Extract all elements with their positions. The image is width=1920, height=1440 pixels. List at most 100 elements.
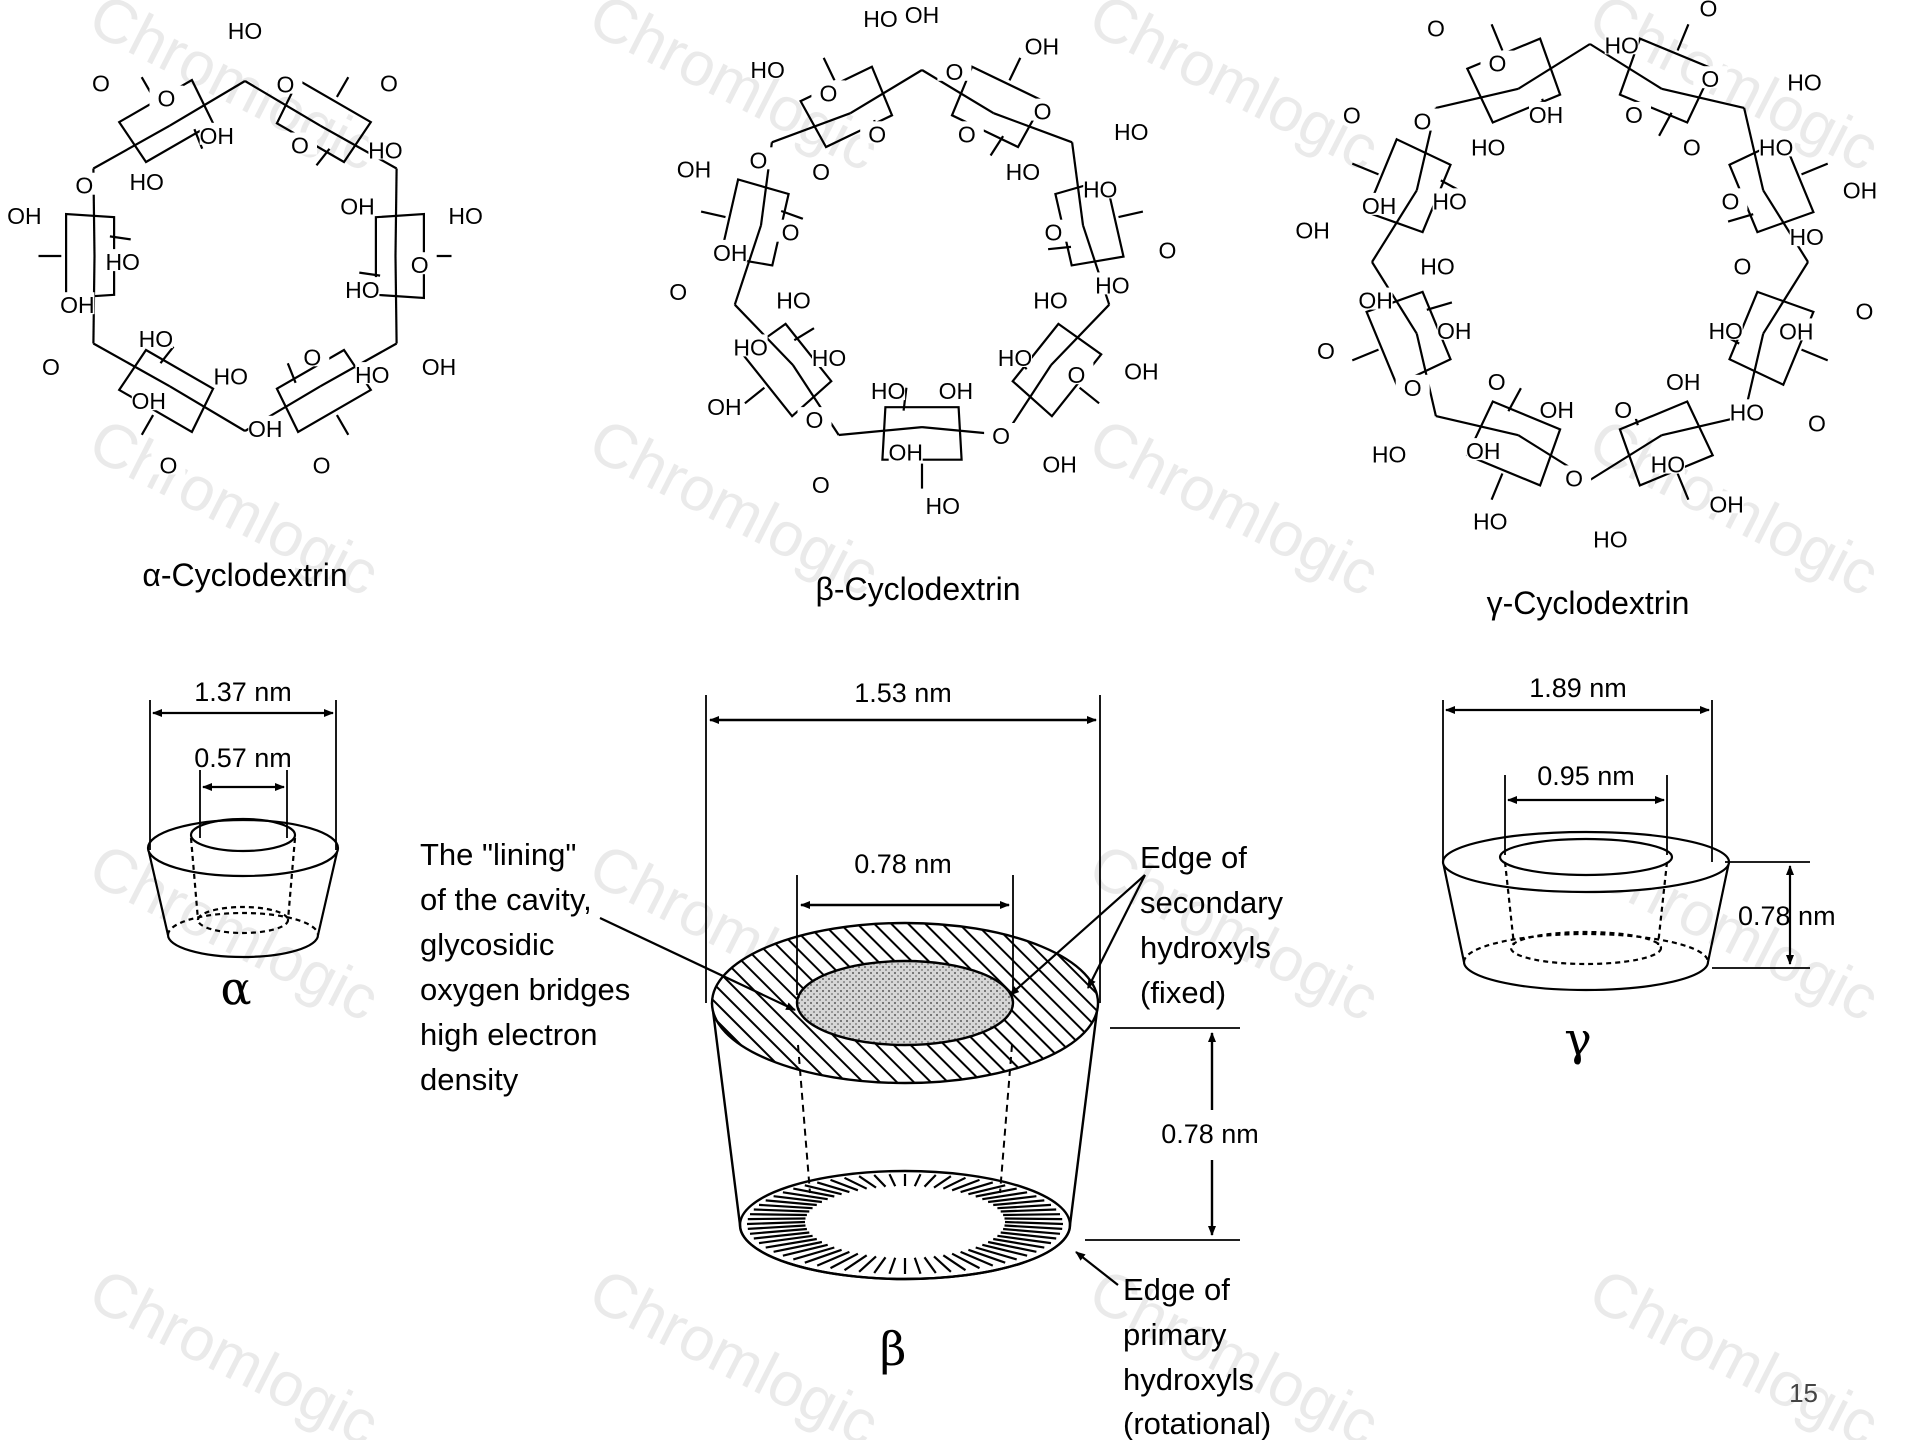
atom-label: O xyxy=(1034,99,1052,125)
atom-label: OH xyxy=(677,156,712,182)
atom-label: HO xyxy=(345,277,380,303)
alpha-inner-diameter: 0.57 nm xyxy=(194,743,292,773)
beta-cone xyxy=(599,695,1240,1286)
svg-text:primary: primary xyxy=(1123,1317,1227,1352)
beta-cyclodextrin-label: β-Cyclodextrin xyxy=(815,571,1020,607)
gamma-inner-diameter: 0.95 nm xyxy=(1537,761,1635,791)
primary-leader-arrow xyxy=(1075,1251,1119,1286)
primary-rim-tick xyxy=(758,1234,813,1245)
alpha-cone-body xyxy=(146,847,340,959)
atom-label: HO xyxy=(1114,119,1149,145)
atom-label: O xyxy=(75,173,93,199)
atom-label: HO xyxy=(1473,509,1508,535)
primary-rim-tick xyxy=(804,1184,842,1196)
primary-rim-tick xyxy=(746,1220,806,1226)
atom-label: OH xyxy=(1295,218,1330,244)
atom-label: O xyxy=(782,220,800,246)
gamma-cone-body xyxy=(1441,861,1731,992)
atom-label: O xyxy=(313,453,331,479)
svg-text:hydroxyls: hydroxyls xyxy=(1123,1362,1254,1397)
gamma-cone-top xyxy=(1441,830,1731,894)
atom-label: OH xyxy=(1779,318,1814,344)
svg-text:Edge of: Edge of xyxy=(1140,840,1247,875)
primary-rim-tick xyxy=(873,1256,887,1274)
atom-label: HO xyxy=(228,18,263,44)
atom-label: HO xyxy=(776,287,811,313)
primary-rim-tick xyxy=(993,1199,1045,1207)
primary-rim-tick xyxy=(997,1203,1052,1210)
atom-label: HO xyxy=(139,326,174,352)
primary-rim-tick xyxy=(960,1181,994,1194)
primary-rim-tick xyxy=(843,1254,868,1272)
atom-label: HO xyxy=(448,203,483,229)
svg-text:Edge of: Edge of xyxy=(1123,1272,1230,1307)
atom-label: O xyxy=(1565,465,1583,491)
primary-rim-tick xyxy=(749,1227,807,1235)
atom-label: O xyxy=(1855,299,1873,325)
atom-label: HO xyxy=(926,493,961,519)
atom-label: OH xyxy=(422,354,457,380)
atom-label: HO xyxy=(1730,399,1765,425)
gamma-cyclodextrin-label: γ-Cyclodextrin xyxy=(1487,585,1690,621)
beta-symbol: β xyxy=(880,1322,907,1376)
atom-label: O xyxy=(1343,103,1361,129)
primary-rim-tick xyxy=(1004,1217,1063,1221)
atom-label: O xyxy=(159,453,177,479)
atom-label: O xyxy=(158,86,176,112)
atom-label: OH xyxy=(1124,359,1159,385)
atom-label: HO xyxy=(1372,442,1407,468)
primary-rim-tick xyxy=(975,1187,1017,1198)
primary-rim-tick xyxy=(951,1252,981,1270)
atom-label: OH xyxy=(1709,491,1744,517)
atom-label: O xyxy=(958,121,976,147)
alpha-cyclodextrin-label: α-Cyclodextrin xyxy=(142,557,347,593)
svg-text:The "lining": The "lining" xyxy=(420,837,576,872)
beta-inner-diameter: 0.78 nm xyxy=(854,849,952,879)
atom-label: OH xyxy=(1466,438,1501,464)
atom-label: HO xyxy=(1420,254,1455,280)
atom-label: OH xyxy=(1358,288,1393,314)
atom-label: HO xyxy=(733,334,768,360)
gamma-cyclodextrin-structure: OHHOOOOOHOHOOOHHOOOOHHOOHOOHOHHOOHOOOHHO… xyxy=(1295,0,1882,552)
watermark-text: Chromlogic xyxy=(579,1256,890,1440)
atom-label: O xyxy=(1625,102,1643,128)
gamma-symbol: γ xyxy=(1564,1012,1592,1066)
atom-label: OH xyxy=(1362,193,1397,219)
alpha-cone xyxy=(146,700,340,959)
atom-label: HO xyxy=(1604,32,1639,58)
atom-label: HO xyxy=(129,169,164,195)
primary-rim-tick xyxy=(923,1174,937,1188)
watermark-text: Chromlogic xyxy=(1579,0,1890,185)
alpha-cavity-rim xyxy=(189,817,297,853)
atom-label: HO xyxy=(1651,452,1686,478)
atom-label: HO xyxy=(105,249,140,275)
primary-rim-tick xyxy=(749,1213,807,1217)
lining-leader-arrow xyxy=(599,917,796,1011)
atom-label: OH xyxy=(1540,397,1575,423)
primary-rim-tick xyxy=(942,1176,966,1190)
watermark-text: Chromlogic xyxy=(1579,1256,1890,1440)
atom-label: HO xyxy=(1095,272,1130,298)
alpha-symbol: α xyxy=(220,961,251,1015)
primary-rim-tick xyxy=(942,1254,967,1272)
atom-label: O xyxy=(1683,134,1701,160)
atom-label: OH xyxy=(1529,102,1564,128)
atom-label: O xyxy=(303,344,321,370)
primary-rim-tick xyxy=(987,1240,1037,1253)
atom-label: OH xyxy=(199,123,234,149)
primary-rim-tick xyxy=(933,1255,952,1273)
atom-label: OH xyxy=(939,378,974,404)
svg-text:density: density xyxy=(420,1062,519,1097)
secondary-leader-arrow-2 xyxy=(1087,874,1146,989)
atom-label: O xyxy=(945,59,963,85)
primary-rim-tick xyxy=(858,1255,877,1273)
atom-label: O xyxy=(1734,254,1752,280)
atom-label: HO xyxy=(863,6,898,32)
atom-label: O xyxy=(1427,15,1445,41)
lining-annotation: The "lining" of the cavity, glycosidic o… xyxy=(420,837,630,1097)
primary-rim-tick xyxy=(747,1217,806,1221)
primary-rim-tick xyxy=(793,1187,835,1198)
